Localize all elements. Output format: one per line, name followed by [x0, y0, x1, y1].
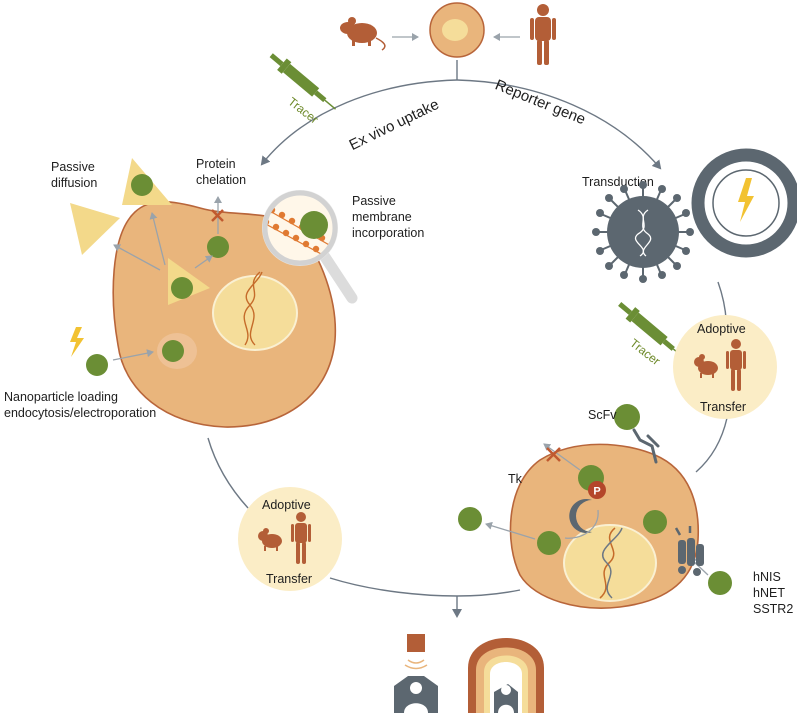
pet-scanner-icon — [394, 634, 438, 713]
dna-helix-right — [599, 527, 623, 599]
particle-nanoparticle — [86, 354, 108, 376]
isolated-cell — [429, 2, 485, 58]
ex-vivo-uptake-label: Ex vivo uptake — [347, 96, 442, 154]
inhibit-x-icon-right — [546, 447, 561, 462]
phospho-badge — [588, 481, 606, 499]
passive-diffusion-label-2: diffusion — [51, 176, 97, 190]
particle-in-triangle — [131, 174, 153, 196]
syringe-icon-right — [618, 301, 685, 359]
particle-right-outside — [458, 507, 482, 531]
reporter-gene-arc — [456, 79, 662, 170]
passive-membrane-label-1: Passive — [352, 194, 396, 208]
passive-diffusion-label-1: Passive — [51, 160, 95, 174]
passive-membrane-label-3: incorporation — [352, 226, 424, 240]
cycle-arcs — [207, 60, 728, 618]
human-icon — [530, 4, 556, 65]
mri-scanner-icon — [468, 638, 544, 713]
particle-endosome — [162, 340, 184, 362]
antibody-icon — [632, 428, 660, 464]
plasmid-icon — [691, 148, 797, 258]
tracer-label-top: Tracer — [285, 94, 321, 126]
magnifier-icon — [262, 190, 358, 304]
protein-chelation-label-1: Protein — [196, 157, 236, 171]
diffusion-triangle-outside-left — [70, 203, 120, 255]
right-lower-arc — [695, 417, 728, 473]
left-lower-arc — [207, 437, 249, 509]
sstr2-label: SSTR2 — [753, 602, 793, 616]
tk-enzyme-icon — [569, 499, 592, 533]
adoptive-transfer-right: Adoptive Transfer — [673, 315, 777, 419]
particle-right-inside — [537, 531, 561, 555]
transduction-label: Transduction — [582, 175, 654, 189]
phospho-label: P — [593, 486, 600, 498]
scfv-label: ScFv — [588, 408, 617, 422]
mouse-icon — [340, 17, 386, 51]
transfer-label-left: Transfer — [266, 572, 312, 586]
receptor-icon — [674, 526, 704, 576]
inhibit-x-icon-left — [211, 209, 224, 222]
syringe-icon — [269, 53, 337, 110]
nanoparticle-label-1: Nanoparticle loading — [4, 390, 118, 404]
mouse-icon-right — [694, 354, 718, 378]
dna-helix-left — [243, 271, 263, 346]
adoptive-label-left: Adoptive — [262, 498, 311, 512]
bottom-arc — [329, 577, 521, 597]
left-cell-nucleus — [212, 275, 298, 351]
particle-transporter — [708, 571, 732, 595]
hnet-label: hNET — [753, 586, 785, 600]
human-icon-left — [291, 512, 311, 564]
particle-scfv — [614, 404, 640, 430]
hnis-label: hNIS — [753, 570, 781, 584]
protein-chelation-label-2: chelation — [196, 173, 246, 187]
particle-receptor-bound — [643, 510, 667, 534]
adoptive-transfer-left: Adoptive Transfer — [238, 487, 342, 591]
reporter-gene-label: Reporter gene — [493, 76, 588, 128]
particle-chelation — [207, 236, 229, 258]
nanoparticle-label-2: endocytosis/electroporation — [4, 406, 156, 420]
transfer-label-right: Transfer — [700, 400, 746, 414]
lightning-icon-left — [70, 327, 84, 357]
tk-label: Tk — [508, 472, 523, 486]
adoptive-label-right: Adoptive — [697, 322, 746, 336]
virus-icon — [592, 181, 694, 283]
human-icon-right — [726, 339, 746, 391]
lightning-icon-plasmid — [738, 178, 754, 222]
ex-vivo-arc — [260, 79, 458, 166]
particle-inside-triangle — [171, 277, 193, 299]
passive-membrane-label-2: membrane — [352, 210, 412, 224]
mouse-icon-left — [258, 528, 282, 551]
